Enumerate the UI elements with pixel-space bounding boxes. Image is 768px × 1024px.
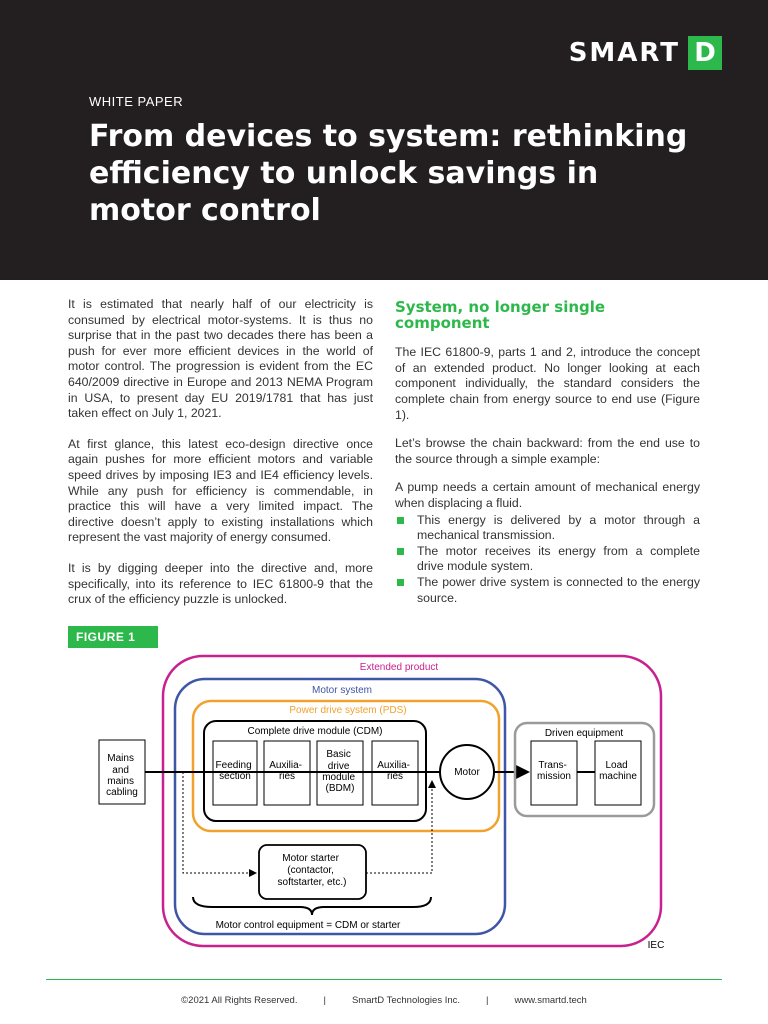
header-banner: SMART D WHITE PAPER From devices to syst… xyxy=(0,0,768,280)
footer-divider xyxy=(46,979,722,980)
extended-product-diagram: Extended product Motor system Power driv… xyxy=(98,654,665,951)
extended-product-label: Extended product xyxy=(360,662,439,673)
motor-circle xyxy=(439,744,495,800)
pds-boundary xyxy=(191,699,501,833)
motor-system-boundary xyxy=(173,677,507,936)
bullet-list: This energy is delivered by a motor thro… xyxy=(395,513,700,607)
paragraph: A pump needs a certain amount of mechani… xyxy=(395,480,700,510)
motor-starter-label: Motor starter (contactor, softstarter, e… xyxy=(278,853,347,888)
cdm-label: Complete drive module (CDM) xyxy=(247,726,382,737)
transmission-box xyxy=(530,740,578,806)
mains-label: Mains and mains cabling xyxy=(106,753,138,798)
footer-separator: | xyxy=(323,995,326,1006)
motor-label: Motor xyxy=(454,767,480,778)
feeding-section-label: Feeding section xyxy=(216,760,255,782)
bullet-item: The power drive system is connected to t… xyxy=(395,575,700,606)
mains-box xyxy=(98,739,146,805)
footer: ©2021 All Rights Reserved. | SmartD Tech… xyxy=(0,995,768,1006)
iec-label: IEC xyxy=(648,940,665,951)
paragraph: The IEC 61800-9, parts 1 and 2, introduc… xyxy=(395,345,700,422)
figure-label: FIGURE 1 xyxy=(68,626,158,648)
website-link[interactable]: www.smartd.tech xyxy=(514,995,587,1006)
extended-product-boundary xyxy=(161,654,663,948)
brand-logo[interactable]: SMART D xyxy=(569,36,722,70)
bullet-item: The motor receives its energy from a com… xyxy=(395,544,700,575)
transmission-label: Trans- mission xyxy=(537,760,571,782)
document-type: WHITE PAPER xyxy=(89,94,184,109)
brand-name: SMART xyxy=(568,38,680,68)
left-column: It is estimated that nearly half of our … xyxy=(68,297,373,623)
footer-separator: | xyxy=(486,995,489,1006)
starter-path-in xyxy=(182,772,257,877)
paragraph: It is by digging deeper into the directi… xyxy=(68,560,373,607)
section-heading: System, no longer single component xyxy=(395,298,606,332)
bullet-item: This energy is delivered by a motor thro… xyxy=(395,513,700,544)
pds-label: Power drive system (PDS) xyxy=(289,705,406,716)
load-machine-box xyxy=(594,740,642,806)
auxiliaries-label-2: Auxilia- ries xyxy=(377,760,413,782)
company-name: SmartD Technologies Inc. xyxy=(351,995,461,1006)
motor-system-label: Motor system xyxy=(312,685,372,696)
brace xyxy=(192,896,432,916)
right-column: System, no longer single component The I… xyxy=(395,298,700,607)
paragraph: Let’s browse the chain backward: from th… xyxy=(395,436,700,466)
starter-path-out xyxy=(366,780,436,874)
load-machine-label: Load machine xyxy=(599,760,637,782)
brand-mark: D xyxy=(688,36,722,70)
mce-label: Motor control equipment = CDM or starter xyxy=(216,920,401,931)
driven-equipment-boundary xyxy=(513,721,656,818)
auxiliaries-label-1: Auxilia- ries xyxy=(269,760,305,782)
paragraph: At first glance, this latest eco-design … xyxy=(68,436,373,545)
motor-starter-box xyxy=(258,844,367,900)
paragraph: It is estimated that nearly half of our … xyxy=(68,297,373,421)
page-title: From devices to system: rethinking effic… xyxy=(89,119,688,228)
driven-equipment-label: Driven equipment xyxy=(545,728,624,739)
bdm-label: Basic drive module (BDM) xyxy=(322,749,358,794)
copyright-text: ©2021 All Rights Reserved. xyxy=(181,995,298,1006)
